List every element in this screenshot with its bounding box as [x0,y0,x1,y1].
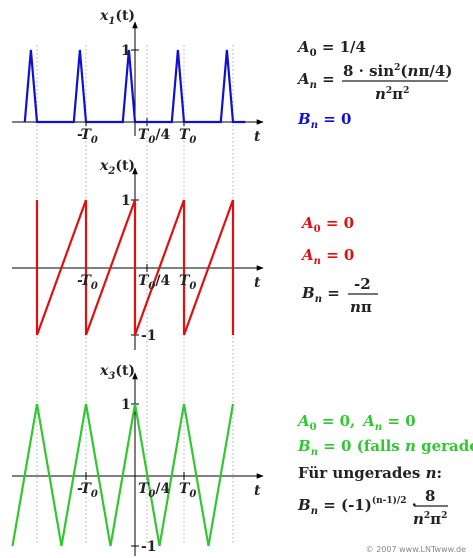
f2-bn-lhs: Bn = [301,284,340,305]
copyright-credit: © 2007 www.LNTwww.de [366,545,466,554]
f2-bn-denominator: nπ [350,298,372,316]
f1-an-numerator: 8 · sin2(nπ/4) [343,62,452,80]
x1-signal-curve [23,49,246,124]
x2-t-label: t [254,275,261,291]
plot-x1: x1(t) 1 t -T0 T0/4 T0 [12,8,264,146]
f1-bn: Bn = 0 [297,110,351,131]
x2-tick-label-minus-one: -1 [141,328,157,344]
x2-label-quarter-T0: T0/4 [138,273,171,292]
x2-axis-name: x2(t) [99,158,135,177]
x3-axis-name: x3(t) [99,363,135,382]
f1-a0: A0 = 1/4 [296,38,366,59]
x2-signal-curve [35,199,235,336]
x2-label-minus-T0: -T0 [77,273,98,292]
x1-tick-label-one: 1 [121,43,131,59]
x3-signal-curve [11,403,235,547]
x1-axis-name: x1(t) [99,8,135,27]
plot-x2: x2(t) 1 -1 t -T0 T0/4 T0 [12,158,264,350]
x1-t-label: t [254,129,261,145]
x3-t-label: t [254,483,261,499]
x3-label-T0: T0 [179,481,196,500]
f1-an-denominator: n2π2 [375,85,409,103]
formulas-x2: A0 = 0 An = 0 Bn = -2 nπ [300,214,378,316]
x2-label-T0: T0 [179,273,196,292]
formulas-x1: A0 = 1/4 An = 8 · sin2(nπ/4) n2π2 Bn = 0 [296,38,452,131]
f3-bn-odd-lhs: Bn = (-1)(n-1)/2 · [297,495,417,517]
f3-bn-odd-numerator: 8 [425,487,435,505]
x1-label-quarter-T0: T0/4 [138,127,171,146]
f2-bn-numerator: -2 [354,275,371,293]
f2-a0: A0 = 0 [300,214,354,235]
x3-tick-label-one: 1 [121,397,131,413]
f3-bn-odd-denominator: n2π2 [413,510,447,528]
formulas-x3: A0 = 0,An = 0 Bn = 0 (falls n gerade) Fü… [296,412,473,528]
x3-label-minus-T0: -T0 [77,481,98,500]
f3-bn-even: Bn = 0 (falls n gerade) [297,437,473,458]
x2-tick-label-one: 1 [121,193,131,209]
f1-an-lhs: An = [296,70,335,91]
x3-label-quarter-T0: T0/4 [138,481,171,500]
guide-lines [36,45,234,545]
f3-a0-an: A0 = 0,An = 0 [296,412,416,433]
f3-odd-heading: Für ungerades n: [298,464,442,482]
x3-tick-label-minus-one: -1 [141,539,157,555]
x1-label-minus-T0: -T0 [77,127,98,146]
f2-an: An = 0 [300,246,354,267]
plot-x3: x3(t) 1 -1 t -T0 T0/4 T0 [11,363,264,556]
x1-label-T0: T0 [179,127,196,146]
